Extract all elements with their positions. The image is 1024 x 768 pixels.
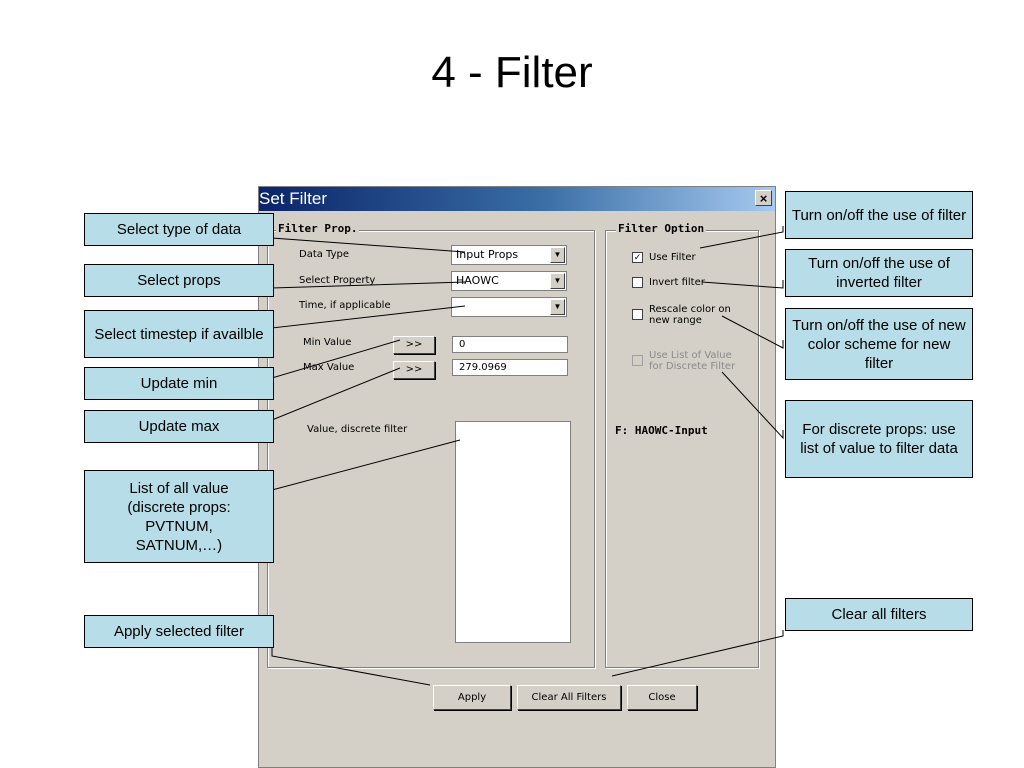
apply-button[interactable]: Apply [433,685,511,710]
invert-filter-checkbox[interactable] [632,277,643,288]
time-select[interactable]: ▼ [451,297,567,317]
use-list-line-1: Use List of Value [649,350,732,361]
max-value-input[interactable]: 279.0969 [452,359,568,376]
select-property-label: Select Property [299,275,376,286]
use-list-label: Use List of Value for Discrete Filter [649,350,735,372]
invert-filter-label: Invert filter [649,277,705,288]
callout-select-props: Select props [84,264,274,297]
callout-list-values: List of all value (discrete props: PVTNU… [84,470,274,563]
callout-update-min: Update min [84,367,274,400]
callout-apply-filter: Apply selected filter [84,615,274,648]
filter-option-heading: Filter Option [616,222,707,235]
discrete-value-list[interactable] [455,421,571,643]
close-button[interactable]: Close [627,685,697,710]
filter-prop-heading: Filter Prop. [276,222,360,235]
min-value-input[interactable]: 0 [452,336,568,353]
rescale-color-line-1: Rescale color on [649,304,731,315]
callout-select-timestep: Select timestep if availble [84,310,274,358]
callout-toggle-color: Turn on/off the use of new color scheme … [785,308,973,380]
use-filter-label: Use Filter [649,252,696,263]
select-property-value: HAOWC [456,274,499,287]
chevron-down-icon[interactable]: ▼ [550,299,565,315]
max-value-label: Max Value [303,362,355,373]
update-min-button[interactable]: >> [393,336,435,354]
rescale-color-checkbox[interactable] [632,309,643,320]
rescale-color-line-2: new range [649,315,702,326]
select-property-select[interactable]: HAOWC ▼ [451,271,567,291]
filter-status: F: HAOWC-Input [615,424,708,437]
use-filter-checkbox[interactable]: ✓ [632,252,643,263]
clear-all-filters-button[interactable]: Clear All Filters [517,685,621,710]
callout-discrete-props: For discrete props: use list of value to… [785,400,973,478]
set-filter-dialog: Set Filter × Filter Prop. Data Type Inpu… [258,186,776,768]
callout-toggle-inverted: Turn on/off the use of inverted filter [785,249,973,297]
filter-option-group: Filter Option [605,222,759,668]
slide-title: 4 - Filter [431,48,593,97]
callout-toggle-filter: Turn on/off the use of filter [785,191,973,239]
filter-prop-group: Filter Prop. [267,222,595,668]
chevron-down-icon[interactable]: ▼ [550,273,565,289]
callout-select-type: Select type of data [84,213,274,246]
close-icon[interactable]: × [755,190,772,206]
rescale-color-label: Rescale color on new range [649,304,731,326]
data-type-label: Data Type [299,249,350,260]
callout-clear-filters: Clear all filters [785,598,973,631]
data-type-value: Input Props [456,248,519,261]
time-label: Time, if applicable [299,300,391,311]
dialog-titlebar[interactable]: Set Filter × [259,187,775,211]
data-type-select[interactable]: Input Props ▼ [451,245,567,265]
discrete-filter-label: Value, discrete filter [307,424,408,435]
dialog-title: Set Filter [259,189,328,208]
chevron-down-icon[interactable]: ▼ [550,247,565,263]
use-list-line-2: for Discrete Filter [649,361,736,372]
use-list-checkbox[interactable] [632,355,643,366]
update-max-button[interactable]: >> [393,361,435,379]
min-value-label: Min Value [303,337,352,348]
callout-update-max: Update max [84,410,274,443]
